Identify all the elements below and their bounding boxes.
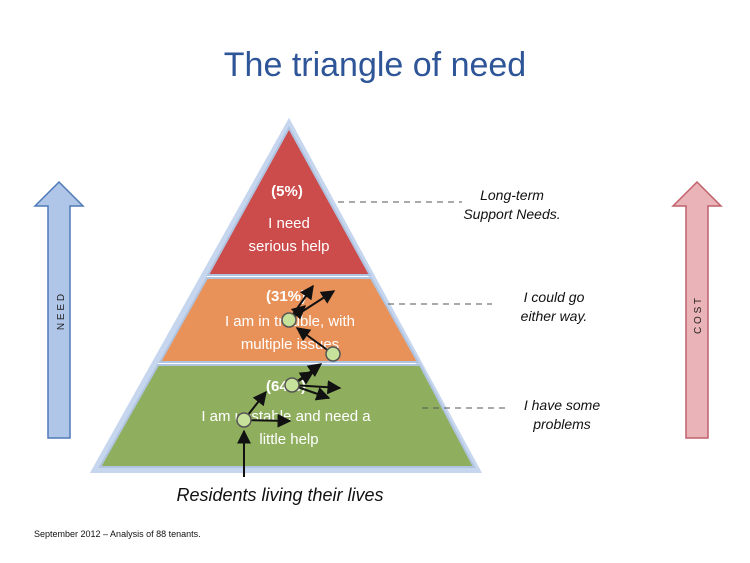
triangle-outline [89, 117, 483, 473]
path-node [281, 312, 297, 328]
note-bottom: I have some problems [502, 396, 622, 434]
path-node [236, 412, 252, 428]
tier-top-shape [206, 125, 372, 276]
note-middle-line2: either way. [520, 308, 588, 324]
path-arrow [291, 380, 342, 395]
note-middle-line1: I could go [523, 289, 585, 305]
cost-arrow [671, 180, 723, 439]
path-node [325, 346, 341, 362]
need-arrow-label: N E E D [56, 294, 67, 330]
note-middle: I could go either way. [494, 288, 614, 326]
note-top-line2: Support Needs. [463, 206, 561, 222]
note-top: Long-term Support Needs. [452, 186, 572, 224]
tier-top-line2: serious help [249, 238, 330, 255]
tier-middle-line2: multiple issues [241, 336, 339, 353]
footer-note: September 2012 – Analysis of 88 tenants. [34, 529, 201, 539]
tier-top-line1: I need [268, 215, 310, 232]
page-title: The triangle of need [223, 46, 527, 84]
tier-bottom-line1: I am unstable and need a [201, 408, 371, 425]
tier-middle-percent: (31%) [266, 288, 306, 305]
cost-arrow-label: C O S T [693, 298, 704, 334]
tier-bottom-line2: little help [259, 431, 318, 448]
diagram-caption: Residents living their lives [176, 485, 384, 505]
note-top-line1: Long-term [480, 187, 544, 203]
note-bottom-line1: I have some [523, 397, 601, 413]
tier-top-percent: (5%) [271, 183, 303, 200]
path-node [284, 377, 300, 393]
path-arrow [288, 290, 336, 321]
note-bottom-line2: problems [533, 416, 591, 432]
need-arrow [33, 180, 85, 439]
